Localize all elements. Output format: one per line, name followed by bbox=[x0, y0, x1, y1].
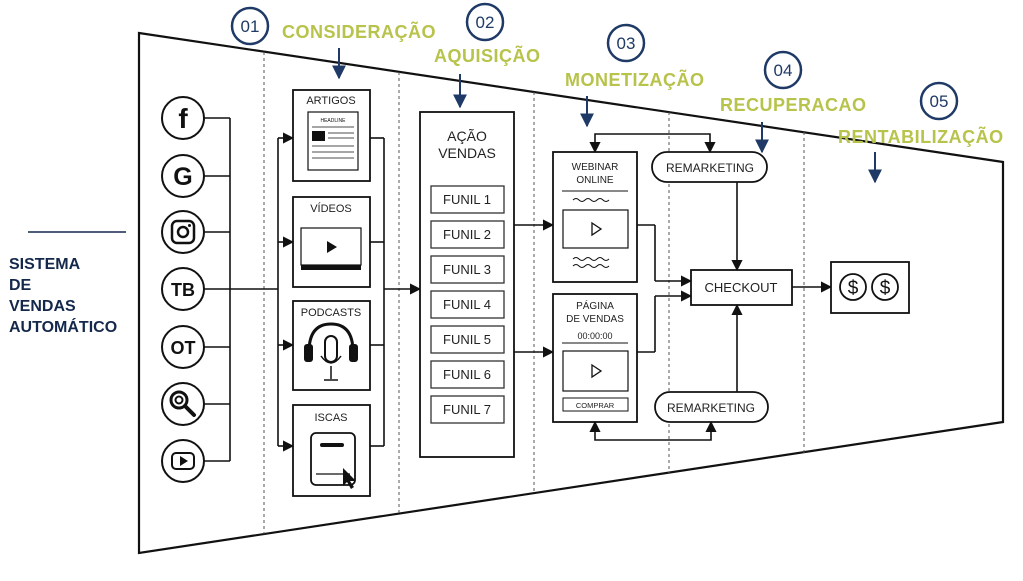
svg-text:VÍDEOS: VÍDEOS bbox=[310, 202, 352, 215]
svg-text:FUNIL 2: FUNIL 2 bbox=[443, 227, 491, 242]
buy-button-label: COMPRAR bbox=[576, 401, 615, 410]
side-label-4: AUTOMÁTICO bbox=[9, 317, 117, 336]
checkout-box: CHECKOUT bbox=[690, 269, 793, 306]
countdown-timer: 00:00:00 bbox=[577, 331, 612, 341]
svg-text:REMARKETING: REMARKETING bbox=[667, 401, 755, 415]
stage-title-consideracao: CONSIDERAÇÃO bbox=[282, 21, 436, 42]
ot-icon: OT bbox=[161, 325, 205, 369]
stage-title-aquisicao: AQUISIÇÃO bbox=[434, 45, 541, 66]
svg-text:FUNIL 4: FUNIL 4 bbox=[443, 297, 491, 312]
stage-number-02: 02 bbox=[465, 2, 505, 42]
dollar-icon: $ bbox=[871, 273, 899, 301]
instagram-icon bbox=[161, 210, 205, 254]
svg-text:TB: TB bbox=[171, 280, 195, 300]
funnel-item: FUNIL 3 bbox=[430, 255, 505, 284]
stage-number-04: 04 bbox=[763, 50, 803, 90]
side-label-2: DE bbox=[9, 277, 32, 294]
iscas-box: ISCAS bbox=[292, 404, 371, 497]
svg-text:G: G bbox=[173, 163, 192, 191]
stage-title-recuperacao: RECUPERACAO bbox=[720, 95, 867, 115]
svg-text:OT: OT bbox=[171, 338, 196, 358]
svg-text:FUNIL 7: FUNIL 7 bbox=[443, 402, 491, 417]
svg-text:$: $ bbox=[848, 278, 859, 299]
stage-title-monetizacao: MONETIZAÇÃO bbox=[565, 69, 705, 90]
svg-text:CHECKOUT: CHECKOUT bbox=[705, 280, 778, 295]
sales-connectors bbox=[514, 219, 555, 358]
funnel-item: FUNIL 5 bbox=[430, 325, 505, 354]
remarketing-top: REMARKETING bbox=[651, 151, 768, 183]
sales-page-box: PÁGINA DE VENDAS 00:00:00 COMPRAR bbox=[552, 293, 638, 423]
funnel-item: FUNIL 7 bbox=[430, 395, 505, 424]
svg-text:ARTIGOS: ARTIGOS bbox=[306, 95, 355, 107]
svg-text:HEADLINE: HEADLINE bbox=[320, 118, 346, 124]
svg-text:FUNIL 6: FUNIL 6 bbox=[443, 367, 491, 382]
dollar-icon: $ bbox=[839, 273, 867, 301]
svg-text:FUNIL 5: FUNIL 5 bbox=[443, 332, 491, 347]
videos-box: VÍDEOS bbox=[292, 196, 371, 288]
webinar-box: WEBINAR ONLINE bbox=[552, 151, 638, 283]
source-connectors bbox=[204, 117, 295, 462]
stage-title-rentabilizacao: RENTABILIZAÇÃO bbox=[838, 126, 1004, 147]
tb-icon: TB bbox=[161, 267, 205, 311]
svg-text:03: 03 bbox=[617, 34, 636, 53]
svg-text:DE VENDAS: DE VENDAS bbox=[566, 314, 624, 325]
funnel-list: FUNIL 1 FUNIL 2 FUNIL 3 FUNIL 4 FUNIL 5 … bbox=[430, 185, 505, 424]
youtube-icon bbox=[161, 439, 205, 483]
stage-pointers bbox=[332, 48, 882, 184]
remarketing-bottom: REMARKETING bbox=[654, 391, 769, 423]
funnel-item: FUNIL 4 bbox=[430, 290, 505, 319]
search-icon bbox=[161, 382, 205, 426]
svg-text:f: f bbox=[178, 103, 188, 134]
svg-text:04: 04 bbox=[774, 61, 793, 80]
side-label-1: SISTEMA bbox=[9, 256, 81, 273]
sales-title-2: VENDAS bbox=[438, 145, 496, 161]
podcasts-box: PODCASTS bbox=[292, 300, 371, 391]
svg-text:05: 05 bbox=[930, 92, 949, 111]
svg-text:FUNIL 3: FUNIL 3 bbox=[443, 262, 491, 277]
svg-text:WEBINAR: WEBINAR bbox=[572, 162, 619, 173]
stage-number-03: 03 bbox=[606, 23, 646, 63]
funnel-item: FUNIL 6 bbox=[430, 360, 505, 389]
stage-number-01: 01 bbox=[230, 6, 270, 46]
profit-box: $ $ bbox=[830, 261, 910, 314]
stage-number-05: 05 bbox=[919, 81, 959, 121]
svg-text:01: 01 bbox=[241, 17, 260, 36]
svg-text:FUNIL 1: FUNIL 1 bbox=[443, 192, 491, 207]
google-icon: G bbox=[161, 154, 205, 198]
artigos-box: ARTIGOS HEADLINE bbox=[292, 89, 371, 182]
funnel-item: FUNIL 1 bbox=[430, 185, 505, 214]
svg-text:$: $ bbox=[880, 278, 891, 299]
side-label-3: VENDAS bbox=[9, 298, 76, 315]
monetization-connectors bbox=[589, 133, 833, 441]
sales-title-1: AÇÃO bbox=[447, 128, 487, 144]
facebook-icon: f bbox=[161, 96, 205, 140]
funnel-item: FUNIL 2 bbox=[430, 220, 505, 249]
content-connectors bbox=[370, 137, 422, 447]
svg-text:02: 02 bbox=[476, 13, 495, 32]
svg-text:PÁGINA: PÁGINA bbox=[576, 299, 614, 312]
svg-text:ONLINE: ONLINE bbox=[576, 175, 614, 186]
svg-text:ISCAS: ISCAS bbox=[314, 412, 347, 424]
svg-text:PODCASTS: PODCASTS bbox=[301, 307, 362, 319]
svg-text:REMARKETING: REMARKETING bbox=[666, 161, 754, 175]
